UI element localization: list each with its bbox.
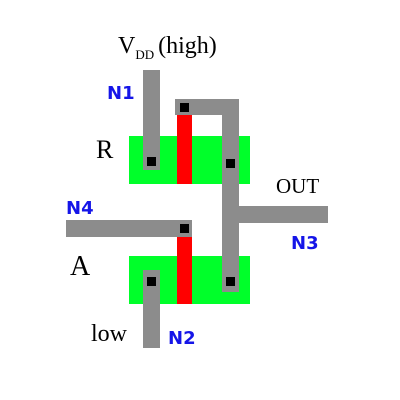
a-label: A [70, 251, 91, 282]
metal-wire-out [222, 206, 328, 223]
node-label-n2: N2 [168, 328, 196, 349]
vdd-label: VDD (high) [118, 33, 217, 62]
metal-wire-output-column [222, 99, 239, 292]
contact-bottom-left [147, 277, 156, 286]
metal-wire-ground [143, 270, 160, 348]
poly-gate-bottom [177, 237, 192, 304]
poly-gate-top [177, 115, 192, 184]
vdd-suffix: (high) [158, 33, 217, 59]
low-label: low [91, 321, 128, 347]
contact-bottom-poly [180, 224, 189, 233]
contact-top-poly [180, 103, 189, 112]
vdd-main: V [118, 33, 136, 59]
contact-top-right [226, 159, 235, 168]
metal-wire-vdd [143, 70, 160, 170]
contact-bottom-right [226, 277, 235, 286]
node-label-n4: N4 [66, 198, 94, 219]
out-label: OUT [276, 174, 319, 198]
node-label-n1: N1 [107, 83, 135, 104]
node-label-n3: N3 [291, 233, 319, 254]
contact-top-left [147, 157, 156, 166]
vdd-subscript: DD [135, 47, 154, 62]
r-label: R [96, 135, 114, 164]
metal-wire-input-a [66, 220, 192, 237]
